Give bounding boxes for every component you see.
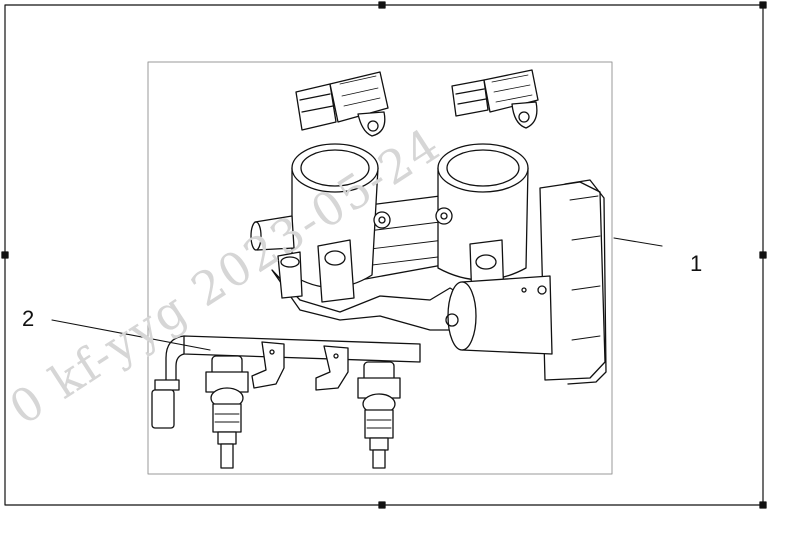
map-sensor-left	[295, 71, 389, 137]
callout-1: 1	[690, 251, 703, 276]
selection-frame[interactable]	[1, 1, 767, 509]
image-frame	[147, 61, 613, 475]
fuel-injector-right	[357, 361, 401, 469]
leader-line-1	[613, 237, 663, 247]
callout-2: 2	[22, 306, 35, 331]
fuel-injector-left	[205, 355, 249, 469]
map-sensor-right	[451, 69, 539, 129]
leader-line-2	[51, 319, 211, 351]
fuel-rail	[151, 335, 421, 429]
throttle-body	[250, 143, 607, 385]
